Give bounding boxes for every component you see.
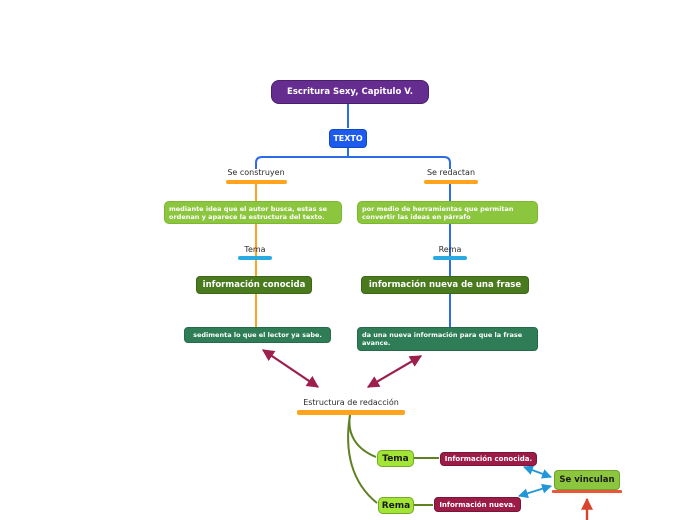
connector-estructura-to-rema [347, 414, 378, 504]
node-bottom-rema[interactable]: Rema [378, 497, 414, 514]
node-estructura-label[interactable]: Estructura de redacción [303, 398, 399, 407]
node-avance-detail[interactable]: da una nueva información para que la fra… [357, 327, 538, 351]
node-sedimenta-detail[interactable]: sedimenta lo que el lector ya sabe. [184, 327, 331, 343]
node-informacion-nueva-frase[interactable]: información nueva de una frase [361, 276, 529, 294]
node-texto[interactable]: TEXTO [329, 129, 367, 148]
node-estructura-underline [297, 410, 405, 415]
node-description-redactan[interactable]: por medio de herramientas que permitan c… [357, 201, 538, 224]
node-root-title[interactable]: Escritura Sexy, Capitulo V. [271, 80, 429, 104]
node-bottom-informacion-nueva[interactable]: Información nueva. [434, 497, 521, 512]
node-se-construyen-label[interactable]: Se construyen [227, 168, 285, 177]
node-se-vinculan-underline [552, 490, 622, 493]
node-bottom-informacion-conocida[interactable]: Información conocida. [440, 452, 537, 466]
node-informacion-conocida[interactable]: información conocida [196, 276, 312, 294]
node-se-construyen-underline [226, 180, 287, 184]
node-tema-label[interactable]: Tema [244, 245, 266, 254]
node-se-vinculan[interactable]: Se vinculan [554, 470, 620, 490]
node-se-redactan-label[interactable]: Se redactan [426, 168, 476, 177]
node-description-construyen[interactable]: mediante idea que el autor busca, estas … [164, 201, 342, 224]
node-bottom-tema[interactable]: Tema [377, 450, 414, 467]
arrow-sedimenta-estructura [261, 349, 320, 388]
arrow-conocida-vinculan [523, 465, 552, 479]
node-rema-label[interactable]: Rema [438, 245, 462, 254]
arrow-avance-estructura [366, 355, 423, 388]
arrow-nueva-vinculan [518, 483, 552, 499]
node-rema-underline [433, 256, 467, 260]
connector-branch-elbow [255, 156, 451, 169]
connector-estructura-to-tema [348, 414, 377, 458]
node-tema-underline [238, 256, 272, 260]
node-se-redactan-underline [424, 180, 478, 184]
